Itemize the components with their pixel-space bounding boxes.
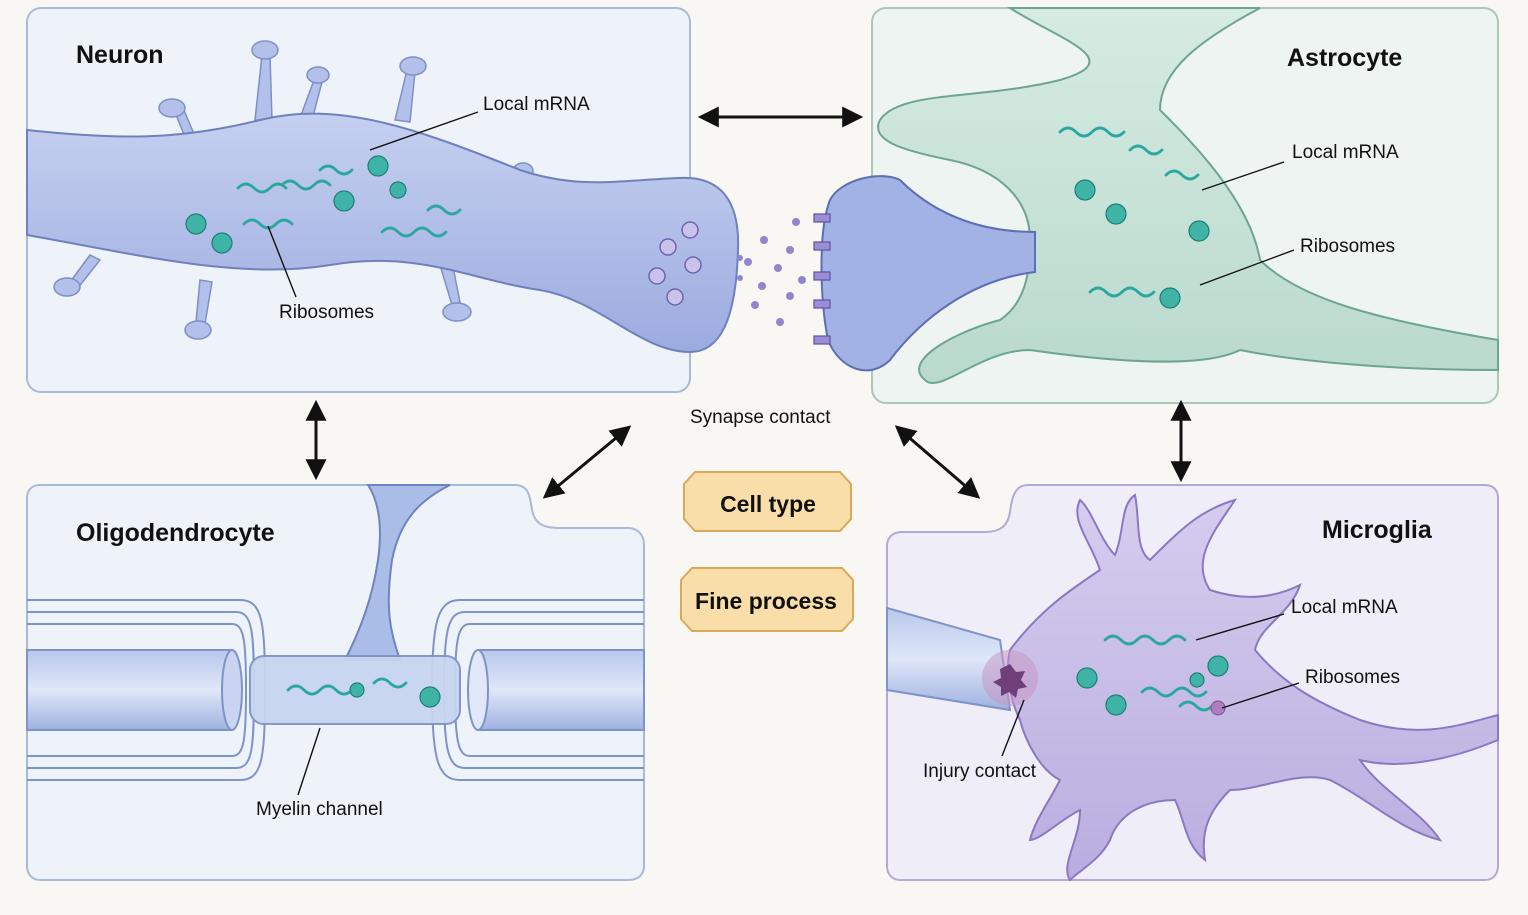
microglia-local-mrna-label: Local mRNA	[1291, 597, 1398, 618]
legend-cell-type: Cell type	[683, 471, 852, 532]
receptors	[813, 213, 831, 345]
neuron-ribosomes-label: Ribosomes	[279, 302, 374, 323]
microglia-contacted-axon	[886, 606, 1012, 712]
astrocyte-ribosomes-leader	[1199, 249, 1295, 286]
neuron-ribosomes	[185, 155, 407, 254]
microglia-ribosomes-leader	[1221, 682, 1300, 709]
neuron-local-mrna-label: Local mRNA	[483, 94, 590, 115]
microglia-title: Microglia	[1322, 516, 1433, 544]
channel-mrna	[286, 677, 408, 696]
astrocyte-panel: Astrocyte Local mRNA Ribosomes	[813, 7, 1499, 404]
astrocyte-mrna-leader	[1201, 161, 1285, 191]
neurotransmitters	[737, 218, 806, 326]
astrocyte-local-mrna-label: Local mRNA	[1292, 142, 1399, 163]
microglia-panel: Microglia Local mRNA Ribosomes Injury co…	[886, 484, 1499, 882]
interaction-arrows	[305, 106, 1192, 499]
microglia-body	[1007, 493, 1499, 882]
myelin-channel-label: Myelin channel	[256, 799, 383, 820]
microglia-ribosomes	[1076, 655, 1229, 716]
legend-fine-process: Fine process	[680, 567, 854, 632]
legend-cell-type-label: Cell type	[720, 491, 816, 517]
axon-left-end	[221, 649, 243, 731]
synapse-contact-label: Synapse contact	[690, 407, 831, 428]
astrocyte-title: Astrocyte	[1287, 44, 1402, 72]
microglia-mrna	[1103, 634, 1214, 712]
oligodendrocyte-panel: Oligodendrocyte Myelin channel	[26, 484, 645, 881]
astrocyte-body	[877, 7, 1499, 384]
myelin-channel-leader	[297, 727, 321, 796]
neuron-panel: Neuron Local mRNA Ribosomes	[26, 7, 740, 393]
microglia-ribosomes-label: Ribosomes	[1305, 667, 1400, 688]
astrocyte-ribosomes	[1074, 179, 1210, 309]
synaptic-vesicles	[648, 221, 702, 306]
injury-site	[982, 650, 1038, 706]
neuron-ribosomes-leader	[267, 225, 297, 298]
astrocyte-mrna	[1058, 126, 1200, 298]
neuron-mrna-leader	[369, 111, 479, 151]
legend-fine-process-label: Fine process	[695, 588, 837, 614]
channel-ribosomes	[349, 682, 441, 708]
neuron-title: Neuron	[76, 41, 164, 69]
neuron-mrna	[236, 164, 462, 238]
microglia-mrna-leader	[1195, 613, 1285, 641]
axon-right	[477, 649, 645, 731]
injury-contact-leader	[1001, 699, 1025, 757]
axon-left	[26, 649, 233, 731]
arrow-synapse-oligodendrocyte	[542, 425, 632, 499]
astrocyte-ribosomes-label: Ribosomes	[1300, 236, 1395, 257]
axon-right-end	[467, 649, 489, 731]
arrow-synapse-microglia	[894, 425, 981, 499]
oligodendrocyte-title: Oligodendrocyte	[76, 519, 275, 547]
injury-contact-label: Injury contact	[923, 761, 1037, 782]
